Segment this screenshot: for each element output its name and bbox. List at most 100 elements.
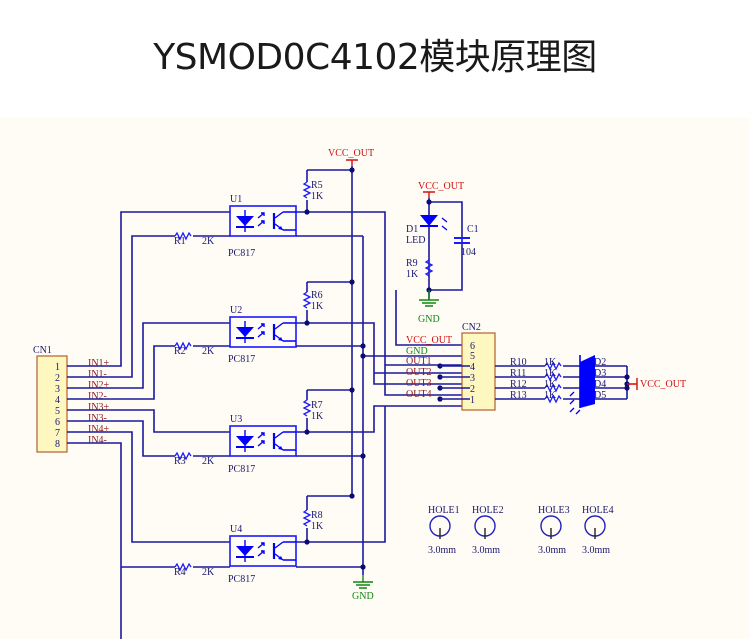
r1-ref: R1	[174, 236, 186, 247]
c1-value: 104	[461, 247, 476, 258]
d1-ref: D1	[406, 224, 418, 235]
net-gnd: GND	[406, 346, 428, 357]
cn1-pin-2: 2	[55, 373, 60, 384]
optocoupler-u4: U4 PC817	[228, 524, 298, 585]
u1-part: PC817	[228, 248, 255, 259]
r9-ref: R9	[406, 258, 418, 269]
cn1-pin-1: 1	[55, 362, 60, 373]
r12-value: 1K	[544, 379, 557, 390]
u4-ref: U4	[230, 524, 242, 535]
net-out1: OUT1	[406, 356, 432, 367]
net-in2p: IN2+	[88, 380, 110, 391]
cn1-ref: CN1	[33, 345, 52, 356]
output-wiring	[296, 166, 470, 575]
vcc-out-label-led: VCC_OUT	[418, 181, 464, 192]
r8-value: 1K	[311, 521, 324, 532]
net-in3n: IN3-	[88, 413, 107, 424]
junction-dots	[304, 167, 366, 570]
r4-ref: R4	[174, 567, 186, 578]
r7-value: 1K	[311, 411, 324, 422]
cn2-net-labels: VCC_OUT GND OUT1 OUT2 OUT3 OUT4	[406, 335, 452, 400]
r10-ref: R10	[510, 357, 527, 368]
r2-value: 2K	[202, 346, 215, 357]
net-in4p: IN4+	[88, 424, 110, 435]
optocoupler-u1: U1 PC817	[228, 194, 298, 259]
output-led-array: R10 1K R11 1K R12 1K R13 1K D2 D3 D4 D5 …	[510, 355, 686, 415]
hole4-size: 3.0mm	[582, 545, 610, 556]
cn1-pin-7: 7	[55, 428, 60, 439]
gnd-label-bottom: GND	[352, 591, 374, 602]
d1-type: LED	[406, 235, 425, 246]
r11-value: 1K	[544, 368, 557, 379]
cn2-pin-2: 2	[470, 384, 475, 395]
cn2-pin-1: 1	[470, 395, 475, 406]
r5-value: 1K	[311, 191, 324, 202]
optocoupler-u2: U2 PC817	[228, 305, 298, 365]
hole-1: HOLE1 3.0mm	[428, 505, 460, 556]
r13-value: 1K	[544, 390, 557, 401]
net-in1n: IN1-	[88, 369, 107, 380]
net-vcc-out: VCC_OUT	[406, 335, 452, 346]
u2-ref: U2	[230, 305, 242, 316]
page-title: YSMOD0C4102模块原理图	[153, 37, 597, 78]
cn2-pins: 6 5 4 3 2 1	[470, 341, 475, 406]
gnd-label-led: GND	[418, 314, 440, 325]
vcc-out-label-right: VCC_OUT	[640, 379, 686, 390]
hole-2: HOLE2 3.0mm	[472, 505, 504, 556]
net-out3: OUT3	[406, 378, 432, 389]
r4-value: 2K	[202, 567, 215, 578]
d2-ref: D2	[594, 357, 606, 368]
u3-ref: U3	[230, 414, 242, 425]
r10-value: 1K	[544, 357, 557, 368]
r9-value: 1K	[406, 269, 419, 280]
d3-ref: D3	[594, 368, 606, 379]
cn2-connector-body	[461, 332, 496, 411]
u2-part: PC817	[228, 354, 255, 365]
r6-value: 1K	[311, 301, 324, 312]
r2-ref: R2	[174, 346, 186, 357]
input-wires	[67, 211, 230, 639]
cn1-pin-8: 8	[55, 439, 60, 450]
net-out4: OUT4	[406, 389, 432, 400]
c1-ref: C1	[467, 224, 479, 235]
hole2-ref: HOLE2	[472, 505, 504, 516]
r7-ref: R7	[311, 400, 323, 411]
d1-led-icon	[420, 215, 438, 226]
hole1-ref: HOLE1	[428, 505, 460, 516]
r8-ref: R8	[311, 510, 323, 521]
hole-3: HOLE3 3.0mm	[538, 505, 570, 556]
optocoupler-u3: U3 PC817	[228, 414, 298, 475]
cn1-pin-4: 4	[55, 395, 60, 406]
led-array-icon	[580, 355, 595, 408]
d4-ref: D4	[594, 379, 606, 390]
cn2-ref: CN2	[462, 322, 481, 333]
u4-part: PC817	[228, 574, 255, 585]
hole-4: HOLE4 3.0mm	[582, 505, 614, 556]
u1-ref: U1	[230, 194, 242, 205]
net-in1p: IN1+	[88, 358, 110, 369]
cn1-pin-5: 5	[55, 406, 60, 417]
power-led-circuit: VCC_OUT D1 LED C1 104 R9 1K GND	[406, 181, 479, 325]
r1-value: 2K	[202, 236, 215, 247]
r13-ref: R13	[510, 390, 527, 401]
hole3-ref: HOLE3	[538, 505, 570, 516]
r11-ref: R11	[510, 368, 526, 379]
cn2-pin-3: 3	[470, 373, 475, 384]
cn1-pins: 1 2 3 4 5 6 7 8	[55, 362, 60, 450]
hole3-size: 3.0mm	[538, 545, 566, 556]
cn2-pin-5: 5	[470, 351, 475, 362]
r12-ref: R12	[510, 379, 527, 390]
net-in2n: IN2-	[88, 391, 107, 402]
net-in3p: IN3+	[88, 402, 110, 413]
hole2-size: 3.0mm	[472, 545, 500, 556]
cn2-pin-4: 4	[470, 362, 475, 373]
r3-value: 2K	[202, 456, 215, 467]
cn1-pin-3: 3	[55, 384, 60, 395]
r6-ref: R6	[311, 290, 323, 301]
r5-ref: R5	[311, 180, 323, 191]
u3-part: PC817	[228, 464, 255, 475]
hole1-size: 3.0mm	[428, 545, 456, 556]
